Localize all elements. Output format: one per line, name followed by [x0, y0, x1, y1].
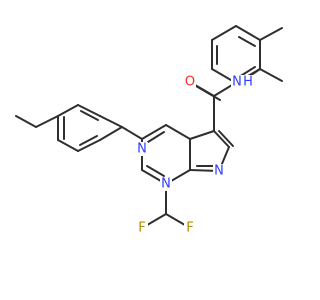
bond — [121, 126, 143, 140]
label-background — [231, 75, 255, 89]
atom-label-layer: N N N O N H F F — [136, 75, 255, 236]
bond — [79, 135, 98, 146]
bond — [165, 124, 191, 140]
bond — [57, 139, 79, 152]
bond-layer — [15, 25, 283, 229]
bond — [77, 104, 101, 117]
bond — [235, 25, 261, 41]
label-background — [213, 164, 225, 178]
atom-label: N — [214, 164, 224, 179]
bond — [211, 25, 237, 41]
atom-label: N — [137, 142, 147, 157]
bond — [99, 126, 123, 141]
label-background — [160, 177, 172, 191]
label-background — [136, 221, 148, 235]
bond — [195, 85, 221, 101]
bond — [189, 130, 215, 140]
bond — [147, 131, 165, 143]
bond — [15, 115, 37, 128]
bond — [141, 124, 167, 140]
bond — [80, 110, 99, 121]
bond — [99, 115, 123, 128]
bond — [77, 139, 101, 152]
bond — [213, 130, 230, 148]
atom-label: N — [161, 177, 171, 192]
bond — [259, 27, 283, 41]
atom-label: F — [138, 221, 145, 236]
atom-label: N — [232, 75, 242, 90]
label-background — [184, 75, 196, 89]
label-background — [184, 221, 196, 235]
bond — [35, 115, 59, 128]
chemical-structure-diagram: N N N O N H F F — [15, 25, 283, 236]
label-background — [136, 142, 148, 156]
bond — [218, 130, 234, 147]
bond — [57, 104, 79, 117]
bond — [259, 68, 283, 82]
atom-label: H — [243, 75, 253, 90]
bond — [146, 165, 165, 177]
atom-label: F — [186, 221, 193, 236]
bond — [238, 36, 256, 47]
atom-label: O — [185, 75, 195, 90]
